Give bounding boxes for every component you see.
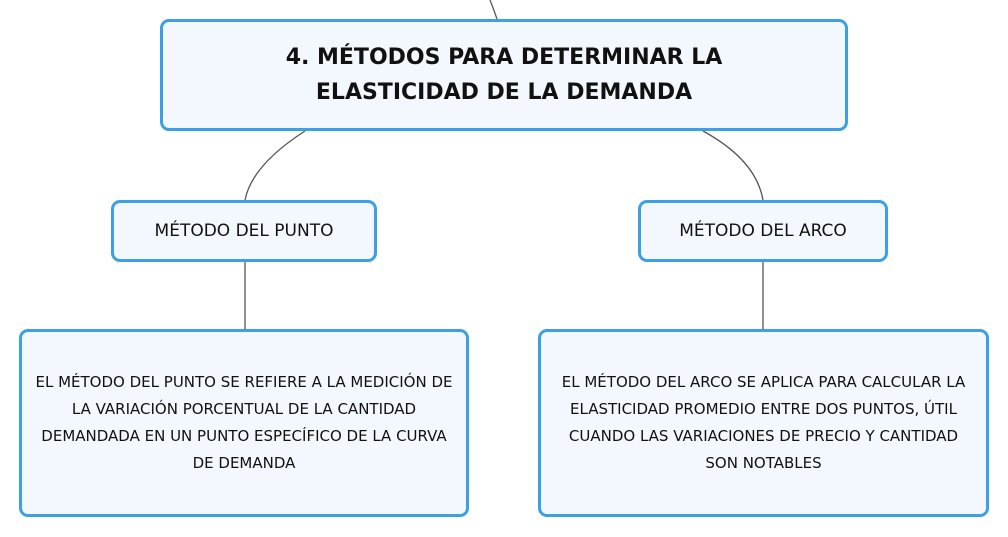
detail-metodo-del-arco-text: EL MÉTODO DEL ARCO SE APLICA PARA CALCUL… [561,373,966,472]
root-topic[interactable]: 4. MÉTODOS PARA DETERMINAR LA ELASTICIDA… [160,19,848,131]
topic-metodo-del-arco[interactable]: MÉTODO DEL ARCO [638,200,888,262]
connector-root-to-punto [244,130,306,201]
topic-metodo-del-arco-label: MÉTODO DEL ARCO [679,221,847,241]
topic-metodo-del-punto-label: MÉTODO DEL PUNTO [154,221,334,241]
detail-metodo-del-punto-text: EL MÉTODO DEL PUNTO SE REFIERE A LA MEDI… [35,373,453,472]
detail-metodo-del-arco[interactable]: EL MÉTODO DEL ARCO SE APLICA PARA CALCUL… [538,329,989,517]
root-topic-title: 4. MÉTODOS PARA DETERMINAR LA ELASTICIDA… [285,45,723,105]
connector-parent-to-root [489,0,498,20]
topic-metodo-del-punto[interactable]: MÉTODO DEL PUNTO [111,200,377,262]
connector-root-to-arco [702,130,764,201]
detail-metodo-del-punto[interactable]: EL MÉTODO DEL PUNTO SE REFIERE A LA MEDI… [19,329,469,517]
